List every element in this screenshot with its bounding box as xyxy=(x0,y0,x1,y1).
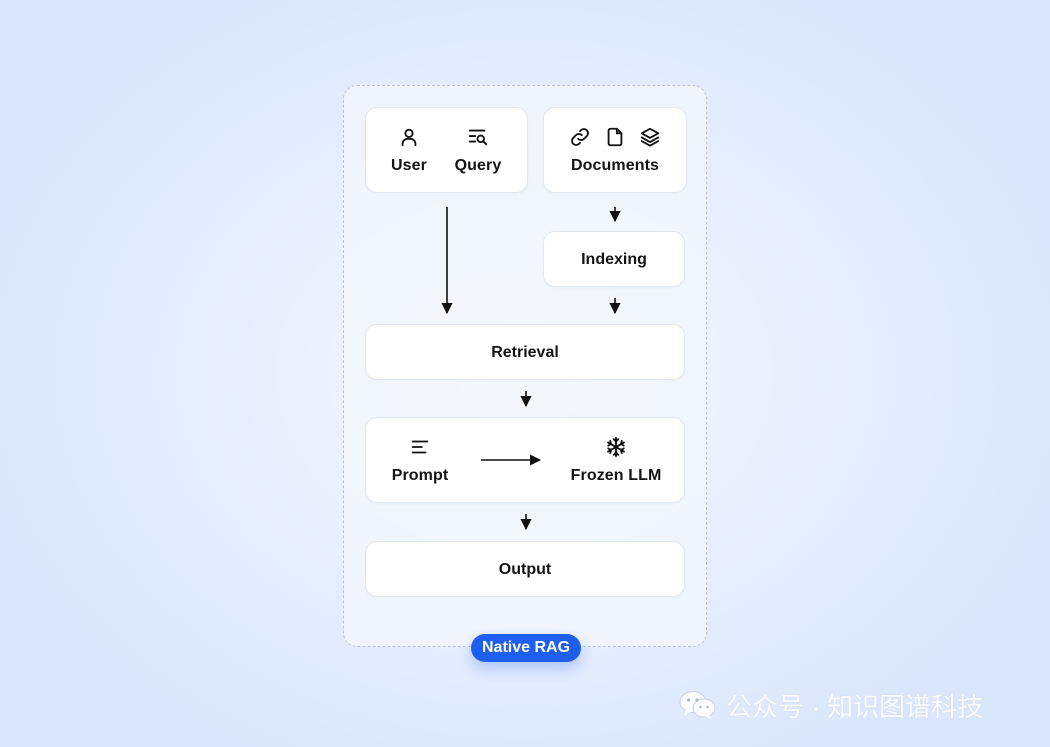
indexing-box: Indexing xyxy=(543,231,685,287)
link-icon xyxy=(569,126,591,148)
snowflake-icon xyxy=(605,436,627,458)
wechat-icon xyxy=(678,689,718,721)
user-label: User xyxy=(391,157,427,174)
frozen-llm-label: Frozen LLM xyxy=(570,467,662,484)
file-icon xyxy=(604,126,626,148)
search-list-icon xyxy=(467,126,489,148)
output-box: Output xyxy=(365,541,685,597)
prompt-label: Prompt xyxy=(391,467,449,484)
watermark-text: 公众号 · 知识图谱科技 xyxy=(726,691,984,722)
prompt-llm-box xyxy=(365,417,685,503)
watermark: 公众号 · 知识图谱科技 xyxy=(678,688,983,722)
retrieval-label: Retrieval xyxy=(491,344,559,361)
output-label: Output xyxy=(498,561,552,578)
layers-icon xyxy=(639,126,661,148)
align-left-icon xyxy=(409,436,431,458)
indexing-label: Indexing xyxy=(581,251,647,268)
user-query-box xyxy=(365,107,528,193)
documents-label: Documents xyxy=(570,157,660,174)
query-label: Query xyxy=(454,157,502,174)
native-rag-badge: Native RAG xyxy=(471,634,581,662)
documents-box xyxy=(543,107,687,193)
retrieval-box: Retrieval xyxy=(365,324,685,380)
user-icon xyxy=(398,126,420,148)
